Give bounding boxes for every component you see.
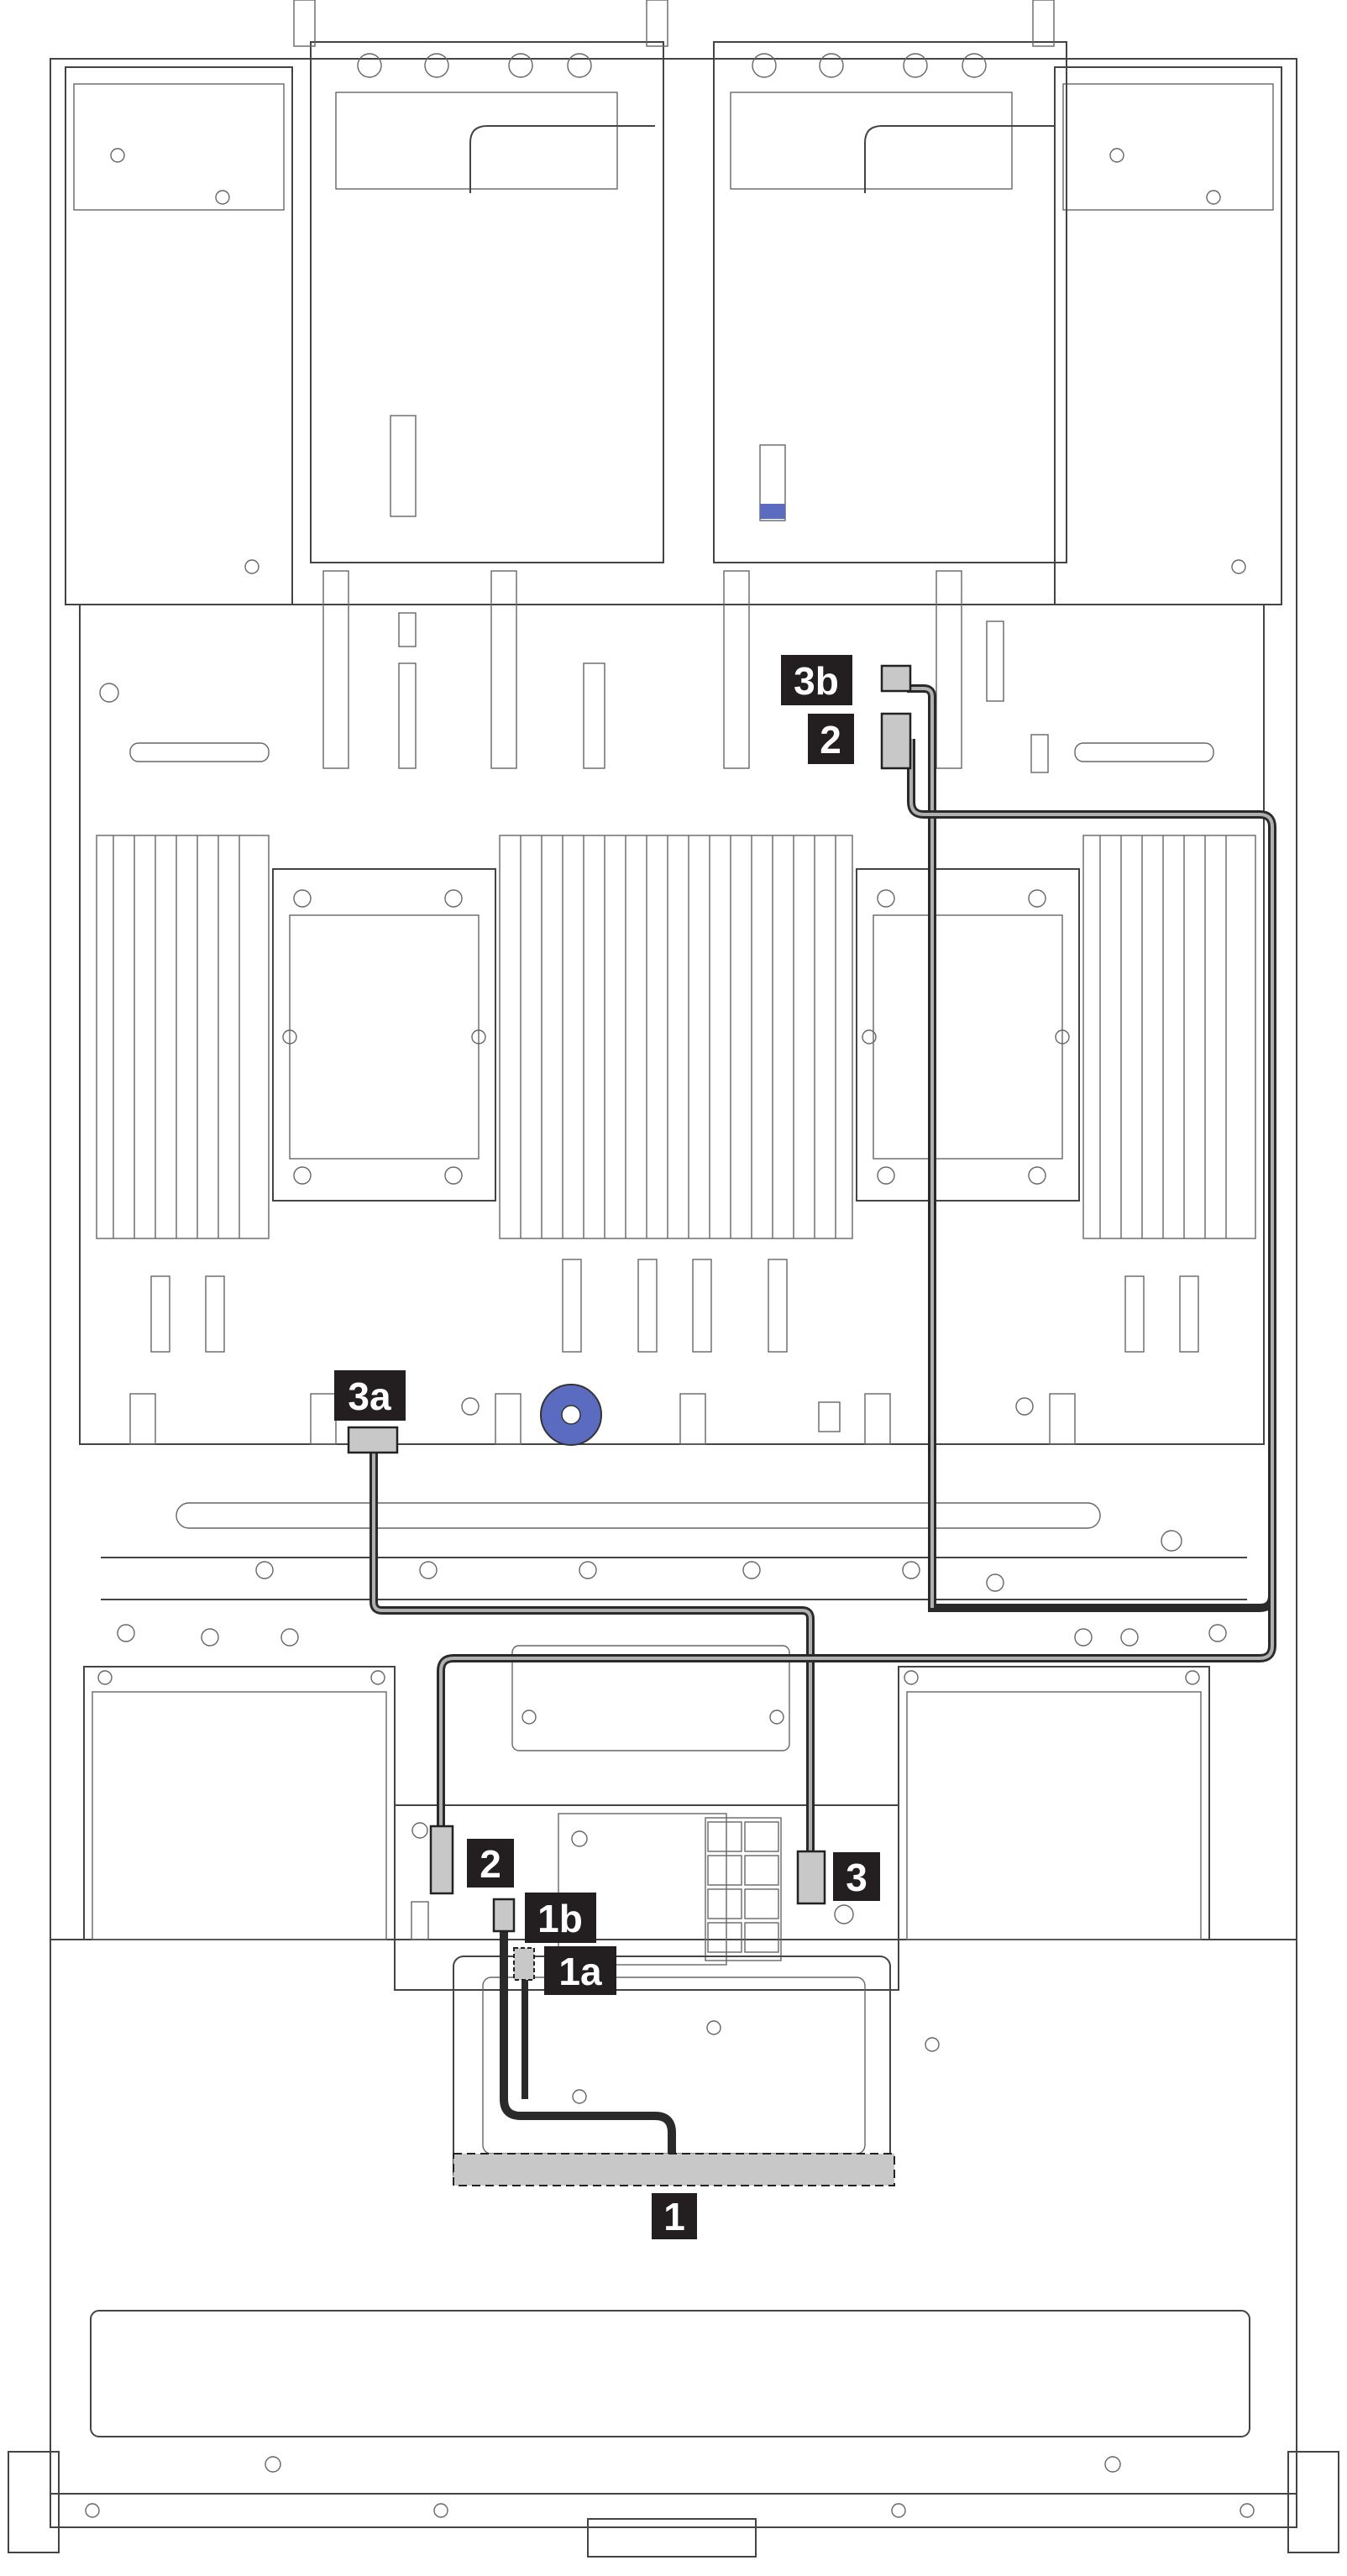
svg-text:1a: 1a xyxy=(558,1950,602,1993)
power-supply-right xyxy=(1054,66,1282,605)
connector-1b xyxy=(492,1898,516,1933)
connector-3a xyxy=(347,1426,399,1454)
callout-2-bottom: 2 xyxy=(467,1839,514,1887)
center-bracket xyxy=(511,1645,790,1751)
processor-socket-2 xyxy=(856,868,1080,1202)
raid-adapter-area xyxy=(394,1804,899,1991)
svg-text:3a: 3a xyxy=(348,1374,391,1418)
callout-1a: 1a xyxy=(544,1946,616,1995)
riser-cage-right xyxy=(713,0,1067,563)
dimm-bank-left xyxy=(96,835,270,1239)
connector-3b xyxy=(880,664,912,693)
dimm-bank-right xyxy=(1082,835,1256,1239)
processor-socket-1 xyxy=(272,868,496,1202)
connector-3-raid xyxy=(796,1850,826,1905)
drive-cage-left xyxy=(83,1666,396,1940)
power-supply-left xyxy=(65,66,293,605)
callout-1: 1 xyxy=(652,2193,697,2239)
callout-3a: 3a xyxy=(334,1370,406,1421)
cable-2 xyxy=(437,739,1276,1830)
drive-cage-right xyxy=(898,1666,1210,1940)
connector-2-raid xyxy=(429,1825,454,1895)
callout-3: 3 xyxy=(833,1852,880,1901)
system-board xyxy=(79,570,1265,1445)
connector-1-slot xyxy=(453,2153,895,2186)
svg-text:2: 2 xyxy=(820,718,841,762)
rail-area xyxy=(101,1502,1247,1647)
dimm-bank-center xyxy=(499,835,853,1239)
riser-cage-left xyxy=(293,0,668,563)
svg-text:2: 2 xyxy=(480,1842,501,1886)
lower-board-connectors xyxy=(129,1259,1199,1446)
svg-text:1: 1 xyxy=(663,2195,685,2238)
svg-text:3b: 3b xyxy=(794,659,839,703)
callout-2-top: 2 xyxy=(808,714,854,764)
cable-3 xyxy=(370,684,1276,1851)
callout-3b: 3b xyxy=(781,655,852,705)
connector-1a xyxy=(513,1947,535,1981)
svg-text:3: 3 xyxy=(846,1856,867,1899)
connector-2-system-board xyxy=(880,712,912,770)
callout-1b: 1b xyxy=(525,1893,596,1943)
svg-text:1b: 1b xyxy=(537,1897,583,1940)
